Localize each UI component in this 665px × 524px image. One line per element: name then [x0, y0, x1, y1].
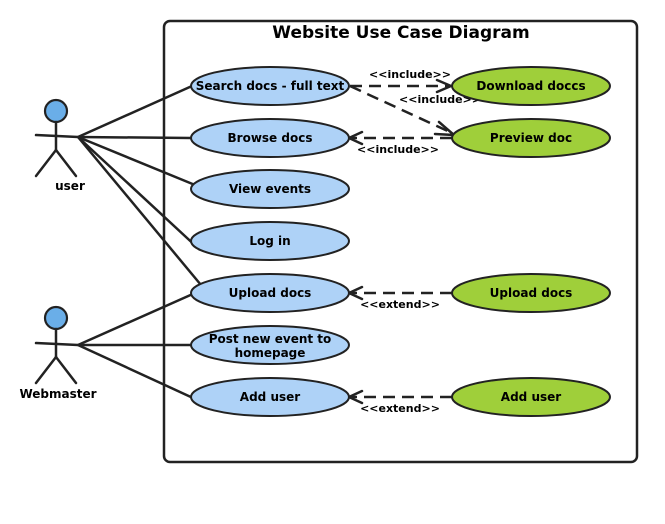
assoc-user-login — [77, 136, 201, 251]
arrowhead-download — [435, 78, 453, 94]
extend-label-1: <<extend>> — [360, 298, 440, 311]
use-case-post-event: Post new event to homepage — [190, 325, 350, 365]
use-case-post-event-label-line1: Post new event to — [209, 332, 332, 346]
use-case-preview-label: Preview doc — [490, 131, 572, 145]
use-case-download: Download doccs — [451, 66, 611, 106]
assoc-user-events — [77, 135, 196, 187]
assoc-user-search — [77, 84, 193, 139]
use-case-events-label: View events — [229, 182, 311, 196]
use-case-browse-label: Browse docs — [228, 131, 313, 145]
actor-webmaster: Webmaster — [19, 305, 97, 401]
use-case-upload: Upload docs — [190, 273, 350, 313]
user-associations — [77, 84, 202, 286]
use-case-preview: Preview doc — [451, 118, 611, 158]
use-case-upload-ext: Upload docs — [451, 273, 611, 313]
assoc-webmaster-upload — [77, 291, 196, 347]
include-label-1: <<include>> — [369, 68, 451, 81]
use-case-add-user-ext-label: Add user — [501, 390, 561, 404]
extend-label-2: <<extend>> — [360, 402, 440, 415]
user-icon — [43, 98, 69, 124]
diagram-title: Website Use Case Diagram — [272, 23, 529, 43]
actor-user: user — [34, 98, 85, 193]
use-case-login: Log in — [190, 221, 350, 261]
webmaster-associations — [77, 291, 196, 400]
use-case-browse: Browse docs — [190, 118, 350, 158]
assoc-user-browse — [77, 135, 192, 140]
include-label-2: <<include>> — [399, 93, 481, 106]
use-case-add-user: Add user — [190, 377, 350, 417]
use-case-upload-label: Upload docs — [229, 286, 312, 300]
use-case-post-event-label-line2: homepage — [235, 346, 306, 360]
assoc-webmaster-adduser — [77, 343, 194, 400]
assoc-user-upload — [77, 136, 202, 286]
use-case-add-user-label: Add user — [240, 390, 300, 404]
use-case-add-user-ext: Add user — [451, 377, 611, 417]
webmaster-icon — [43, 305, 69, 331]
use-case-upload-ext-label: Upload docs — [490, 286, 573, 300]
actor-webmaster-label: Webmaster — [19, 387, 96, 401]
use-case-login-label: Log in — [249, 234, 290, 248]
include-label-3: <<include>> — [357, 143, 439, 156]
use-case-download-label: Download doccs — [476, 79, 585, 93]
use-case-events: View events — [190, 169, 350, 209]
use-case-search: Search docs - full text — [190, 66, 350, 106]
use-case-search-label: Search docs - full text — [196, 79, 345, 93]
actor-user-label: user — [55, 179, 85, 193]
dependencies — [347, 78, 456, 405]
